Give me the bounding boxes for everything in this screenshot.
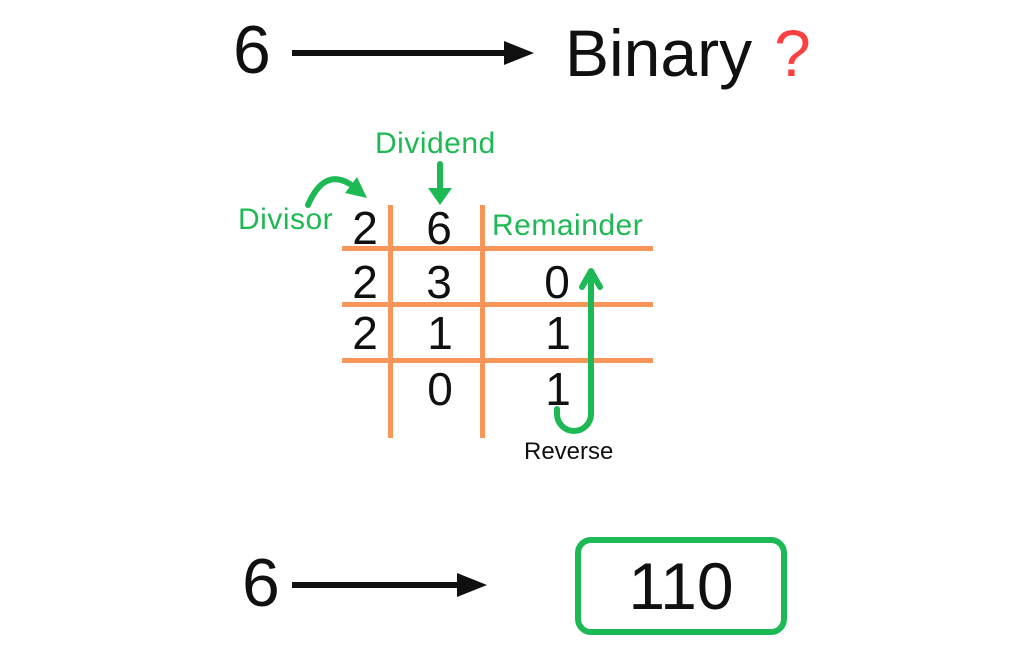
binary-result-value: 110 <box>628 549 734 623</box>
dividend-down-arrow-icon <box>428 161 452 205</box>
cell-row2-remainder: 0 <box>544 256 570 308</box>
table-horizontal-line-1 <box>342 246 653 251</box>
divisor-label: Divisor <box>238 203 334 236</box>
cell-row1-divisor: 2 <box>352 202 378 254</box>
table-vertical-line-1 <box>388 205 393 438</box>
table-horizontal-line-2 <box>342 302 653 307</box>
cell-row2-quotient: 3 <box>426 256 452 308</box>
table-horizontal-line-3 <box>342 358 653 363</box>
cell-row4-remainder: 1 <box>545 363 571 415</box>
binary-question: Binary ? <box>565 20 811 86</box>
cell-row3-remainder: 1 <box>545 307 571 359</box>
cell-row3-divisor: 2 <box>352 307 378 359</box>
remainder-label: Remainder <box>492 209 644 242</box>
question-mark: ? <box>774 16 811 90</box>
reverse-label: Reverse <box>524 438 614 465</box>
binary-label: Binary <box>565 16 753 90</box>
table-vertical-line-2 <box>480 205 485 438</box>
divisor-curved-arrow-icon <box>305 176 367 208</box>
cell-row2-divisor: 2 <box>352 256 378 308</box>
cell-row1-quotient: 6 <box>426 202 452 254</box>
dividend-label: Dividend <box>375 127 496 160</box>
binary-result-box: 110 <box>575 537 787 635</box>
bottom-right-arrow-icon <box>292 573 487 597</box>
top-right-arrow-icon <box>292 41 534 65</box>
decimal-number-bottom: 6 <box>242 545 280 621</box>
cell-row3-quotient: 1 <box>427 307 453 359</box>
decimal-number-top: 6 <box>233 12 271 88</box>
cell-row4-quotient: 0 <box>427 363 453 415</box>
